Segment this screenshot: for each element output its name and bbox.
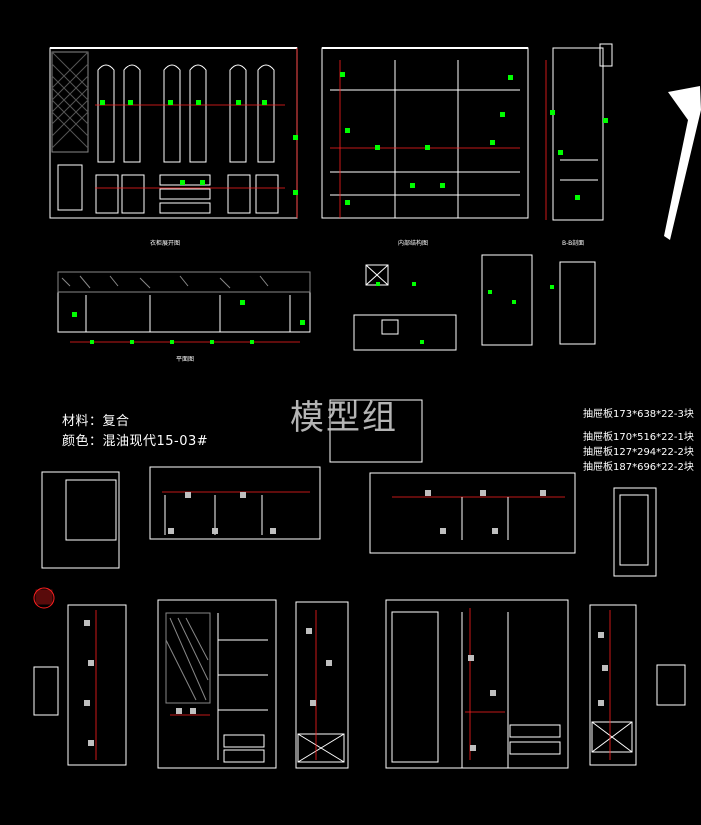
front-elevation-markers — [100, 100, 298, 195]
detail-markers — [376, 282, 554, 344]
spec-line-1: 抽屉板173*638*22-3块 — [583, 409, 694, 420]
section-view — [545, 43, 613, 221]
spec-line-2: 抽屉板170*516*22-1块 — [583, 432, 694, 443]
watermark: 模型组 — [290, 398, 398, 438]
interior-markers — [340, 72, 513, 205]
material-note: 材料：复合 — [62, 414, 130, 429]
section-markers — [550, 110, 608, 200]
front-elevation — [49, 47, 298, 219]
slash-decoration — [664, 86, 701, 240]
spec-line-4: 抽屉板187*696*22-2块 — [583, 462, 694, 473]
plan-view — [57, 271, 311, 343]
drawer-fills — [168, 490, 546, 534]
callout-circles — [33, 587, 55, 609]
plan-view-title: 平面图 — [176, 356, 195, 363]
interior-elevation — [321, 47, 529, 219]
color-note: 颜色：混油现代15-03# — [62, 434, 209, 449]
bottom-fills — [84, 620, 608, 751]
spec-line-3: 抽屉板127*294*22-2块 — [583, 447, 694, 458]
plan-markers — [72, 300, 305, 344]
drawer-sections — [41, 466, 657, 577]
section-view-title: B-B剖面 — [562, 240, 585, 247]
bottom-elevations — [33, 599, 686, 769]
bottom-dims — [95, 608, 611, 760]
interior-view-title: 内部结构图 — [398, 240, 429, 247]
front-view-title: 衣柜展开图 — [150, 240, 181, 247]
